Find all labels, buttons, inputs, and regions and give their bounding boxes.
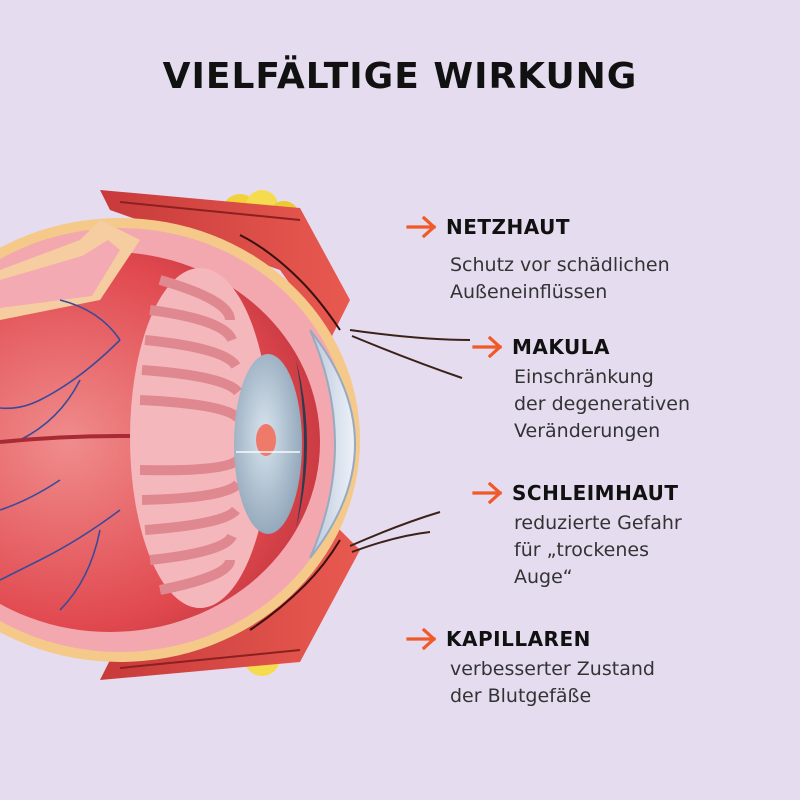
- arrow-right-icon: [406, 215, 437, 239]
- cornea: [309, 329, 356, 559]
- description-line: Auge“: [514, 566, 573, 588]
- arrow-right-icon: [472, 335, 503, 359]
- description-line: für „trockenes: [514, 539, 649, 561]
- description-line: Einschränkung: [514, 366, 654, 388]
- description-line: reduzierte Gefahr: [514, 512, 682, 534]
- feature-description: verbesserter Zustand der Blutgefäße: [450, 656, 655, 710]
- feature-makula: MAKULA Einschränkung der degenerativen V…: [470, 332, 690, 445]
- feature-netzhaut: NETZHAUT Schutz vor schädlichen Außenein…: [404, 212, 670, 306]
- eye-anatomy-illustration: [0, 190, 471, 680]
- feature-kapillaren: KAPILLAREN verbesserter Zustand der Blut…: [404, 624, 655, 710]
- feature-description: Schutz vor schädlichen Außeneinflüssen: [450, 252, 670, 306]
- description-line: verbesserter Zustand: [450, 658, 655, 680]
- blood-vessels: [0, 299, 121, 611]
- feature-title: MAKULA: [512, 335, 610, 359]
- pupil-reflection: [256, 424, 276, 456]
- feature-description: reduzierte Gefahr für „trockenes Auge“: [514, 510, 682, 591]
- iris: [296, 360, 307, 528]
- description-line: Schutz vor schädlichen: [450, 254, 670, 276]
- description-line: Außeneinflüssen: [450, 281, 608, 303]
- eyelashes: [349, 329, 471, 553]
- page-title: VIELFÄLTIGE WIRKUNG: [162, 56, 638, 97]
- feature-schleimhaut: SCHLEIMHAUT reduzierte Gefahr für „trock…: [470, 478, 682, 591]
- ciliary-body: [130, 268, 270, 608]
- arrow-right-icon: [406, 627, 437, 651]
- description-line: der degenerativen: [514, 393, 690, 415]
- description-line: Veränderungen: [514, 420, 661, 442]
- description-line: der Blutgefäße: [450, 685, 592, 707]
- feature-title: KAPILLAREN: [446, 627, 591, 651]
- feature-title: NETZHAUT: [446, 215, 571, 239]
- arrow-right-icon: [472, 481, 503, 505]
- feature-title: SCHLEIMHAUT: [512, 481, 679, 505]
- feature-description: Einschränkung der degenerativen Veränder…: [514, 364, 690, 445]
